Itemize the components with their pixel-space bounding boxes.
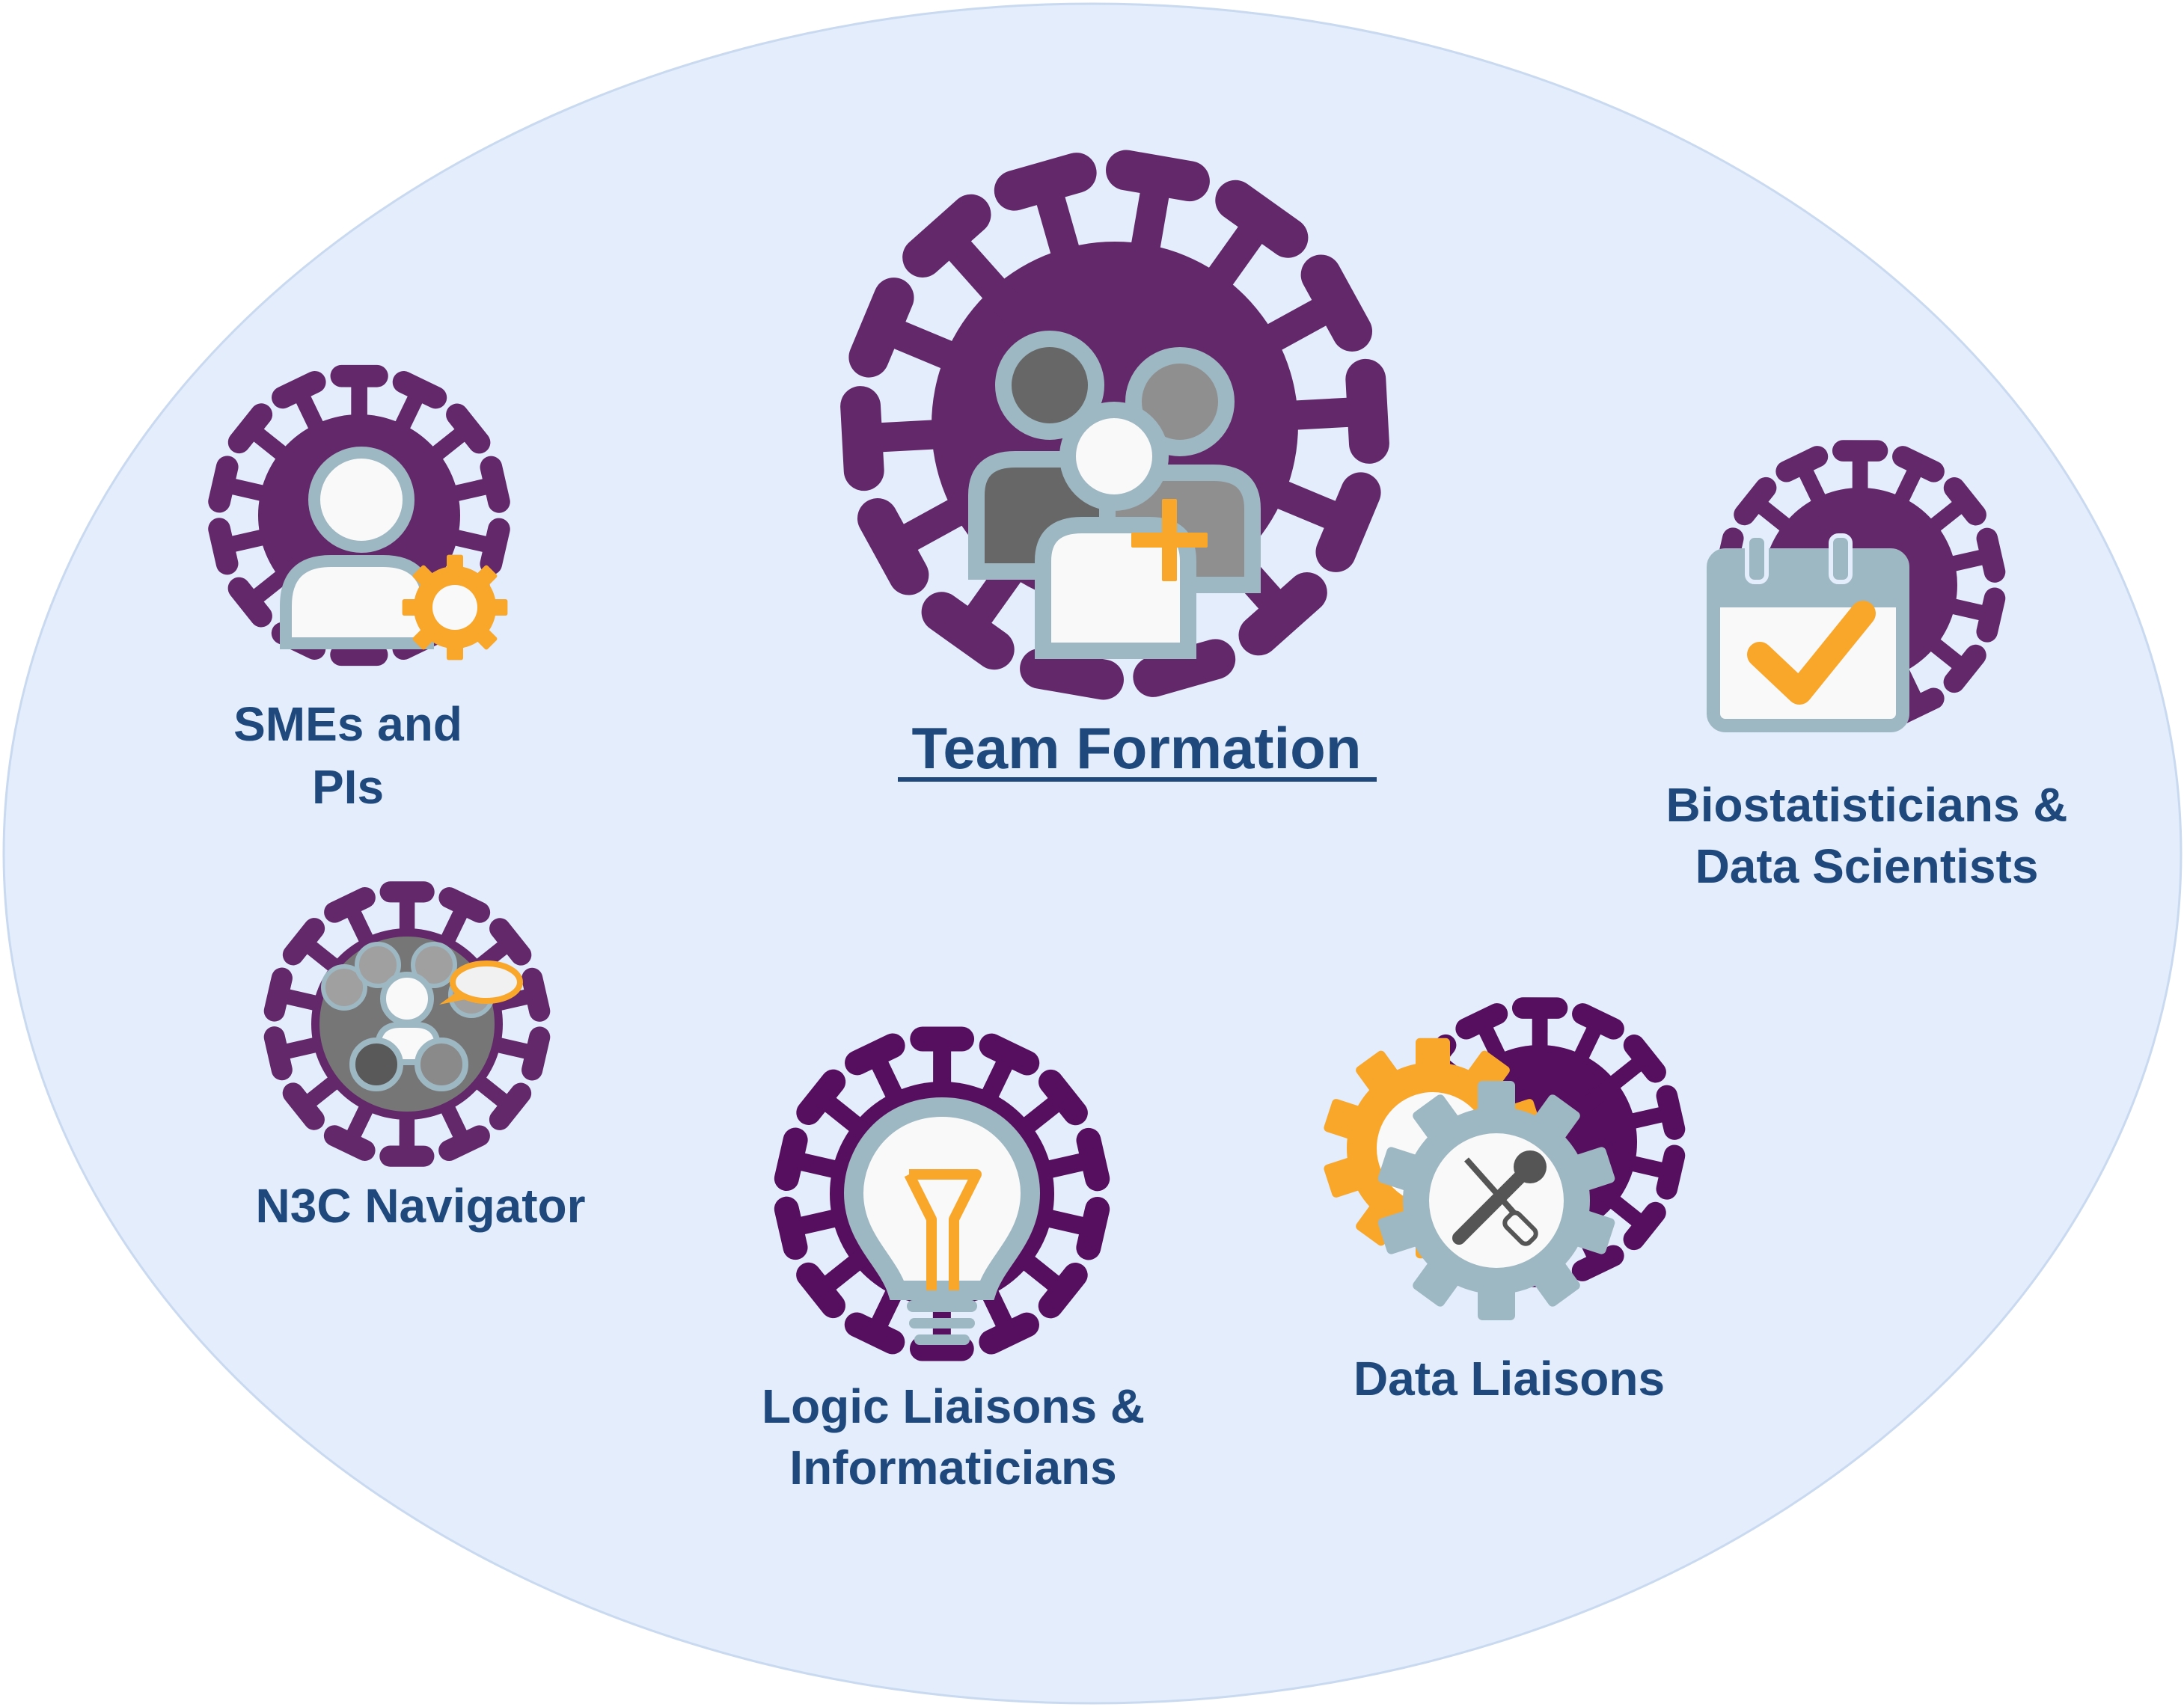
label-navigator: N3C Navigator [256,1179,586,1233]
label-data-liaisons: Data Liaisons [1353,1352,1665,1406]
team-people-icon [968,331,1261,659]
wrench-screwdriver-icon [1452,1150,1547,1246]
calendar-check-icon [1707,533,1909,732]
svg-text:Team Formation: Team Formation [912,715,1362,781]
navigator-crowd-icon [319,937,523,1112]
label-logic-line2: Informaticians [789,1441,1116,1495]
label-smes-line2: PIs [312,760,384,814]
label-logic-line1: Logic Liaisons & [762,1379,1145,1433]
label-smes-line1: SMEs and [233,697,462,751]
checkmark-icon [1747,601,1876,705]
gear-icon [402,554,508,661]
title-team-formation: Team Formation [898,715,1377,782]
lightbulb-icon [843,1097,1041,1345]
label-biostat-line2: Data Scientists [1695,839,2039,893]
gears-tools-icon [1324,1038,1615,1320]
label-biostat-line1: Biostatisticians & [1665,778,2067,832]
plus-icon [1131,499,1208,581]
speech-bubble-icon [439,960,523,1005]
sme-person-gear-icon [280,447,508,661]
